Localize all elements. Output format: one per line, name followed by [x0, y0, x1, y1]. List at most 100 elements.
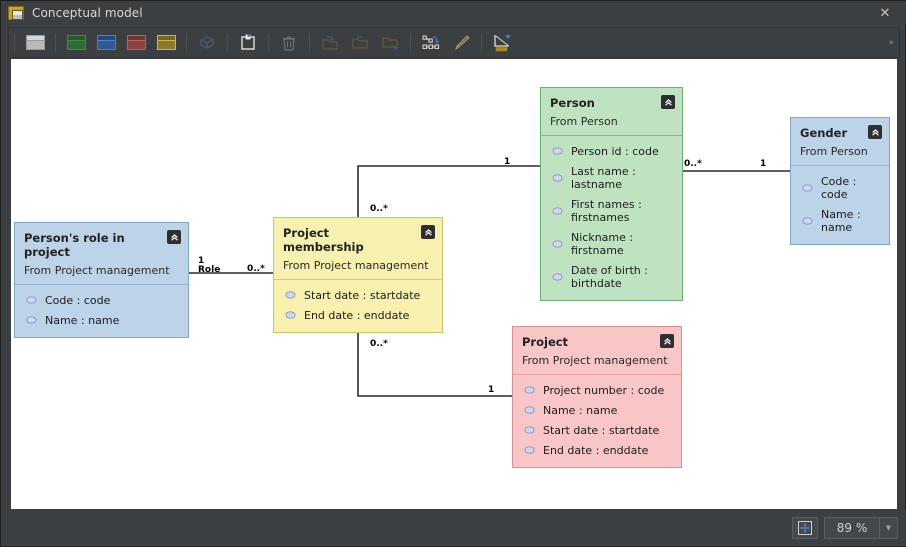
auto-layout-button[interactable]: [417, 30, 445, 55]
attribute-label: Start date : startdate: [543, 424, 659, 437]
attribute-icon: [26, 316, 37, 325]
entity-project[interactable]: ProjectFrom Project managementProject nu…: [512, 326, 682, 468]
attribute-icon: [552, 207, 563, 216]
entity-attributes: Start date : startdateEnd date : enddate: [274, 280, 442, 332]
fit-to-window-button[interactable]: [792, 517, 818, 539]
attribute-row[interactable]: Project number : code: [524, 384, 672, 397]
collapse-button[interactable]: [868, 125, 882, 139]
import-button: [316, 30, 344, 55]
attribute-label: Project number : code: [543, 384, 664, 397]
entity-red-button[interactable]: [122, 30, 150, 55]
chevron-double-up-icon: [871, 128, 880, 137]
toolbar-separator: [268, 33, 269, 52]
entity-person[interactable]: PersonFrom PersonPerson id : codeLast na…: [540, 87, 683, 301]
collapse-button[interactable]: [167, 230, 181, 244]
attribute-icon: [524, 406, 535, 415]
entity-attributes: Code : codeName : name: [15, 285, 188, 337]
toolbar-separator: [227, 33, 228, 52]
zoom-level-field[interactable]: 89 %: [824, 517, 880, 539]
attribute-icon: [552, 147, 563, 156]
attribute-row[interactable]: Code : code: [26, 294, 179, 307]
new-note-button[interactable]: [234, 30, 262, 55]
chevron-down-icon[interactable]: ▼: [880, 517, 898, 539]
open-folder-button: [346, 30, 374, 55]
cardinality-person-gender-one: 1: [760, 159, 766, 169]
entity-attributes: Person id : codeLast name : lastnameFirs…: [541, 136, 682, 300]
chevron-double-up-icon: [663, 337, 672, 346]
attribute-label: Name : name: [821, 208, 880, 234]
attribute-label: First names : firstnames: [571, 198, 673, 224]
cardinality-person-membership-one: 1: [504, 157, 510, 167]
attribute-row[interactable]: First names : firstnames: [552, 198, 673, 224]
entity-source: From Person: [800, 145, 880, 158]
attribute-row[interactable]: Name : name: [26, 314, 179, 327]
entity-yellow-button[interactable]: [152, 30, 180, 55]
attribute-icon: [524, 446, 535, 455]
toolbar-overflow-button[interactable]: »: [888, 38, 894, 48]
diagram-canvas[interactable]: 10..*0..*11Role0..*0..*1 PersonFrom Pers…: [11, 59, 897, 509]
attribute-icon: [802, 184, 813, 193]
attribute-icon: [552, 174, 563, 183]
entity-attributes: Code : codeName : name: [791, 166, 889, 244]
cardinality-person-membership-many: 0..*: [370, 204, 388, 214]
collapse-button[interactable]: [661, 95, 675, 109]
attribute-row[interactable]: Name : name: [524, 404, 672, 417]
collapse-button[interactable]: [660, 334, 674, 348]
entity-yellow-icon: [157, 35, 176, 50]
toolbar-separator: [309, 33, 310, 52]
attribute-row[interactable]: End date : enddate: [285, 309, 433, 322]
attribute-row[interactable]: Start date : startdate: [285, 289, 433, 302]
attribute-row[interactable]: Name : name: [802, 208, 880, 234]
format-brush-button[interactable]: [447, 30, 475, 55]
attribute-icon: [524, 426, 535, 435]
attribute-icon: [552, 240, 563, 249]
attribute-label: Date of birth : birthdate: [571, 264, 673, 290]
cardinality-membership-project-one: 1: [488, 385, 494, 395]
entity-name: Project membership: [283, 226, 433, 254]
entity-attributes: Project number : codeName : nameStart da…: [513, 375, 681, 467]
entity-red-icon: [127, 35, 146, 50]
attribute-label: Start date : startdate: [304, 289, 420, 302]
entity-role[interactable]: Person's role in projectFrom Project man…: [14, 222, 189, 338]
attribute-icon: [552, 273, 563, 282]
attribute-row[interactable]: Last name : lastname: [552, 165, 673, 191]
attribute-row[interactable]: Person id : code: [552, 145, 673, 158]
close-icon[interactable]: ✕: [863, 1, 906, 25]
entity-green-button[interactable]: [62, 30, 90, 55]
attribute-row[interactable]: End date : enddate: [524, 444, 672, 457]
entity-membership[interactable]: Project membershipFrom Project managemen…: [273, 217, 443, 333]
cardinality-role-membership-many: 0..*: [247, 264, 265, 274]
entity-source: From Person: [550, 115, 673, 128]
attribute-label: Nickname : firstname: [571, 231, 673, 257]
attribute-label: Name : name: [543, 404, 617, 417]
entity-gender[interactable]: GenderFrom PersonCode : codeName : name: [790, 117, 890, 245]
fit-to-window-icon: [797, 520, 813, 536]
attribute-row[interactable]: Date of birth : birthdate: [552, 264, 673, 290]
delete-button: [275, 30, 303, 55]
entity-source: From Project management: [24, 264, 179, 277]
entity-blue-icon: [97, 35, 116, 50]
layout-graph-icon: [420, 34, 442, 52]
collapse-button[interactable]: [421, 225, 435, 239]
attribute-row[interactable]: Nickname : firstname: [552, 231, 673, 257]
window-title: Conceptual model: [32, 6, 143, 20]
entity-grey-button[interactable]: [21, 30, 49, 55]
ruler-icon: [491, 33, 513, 53]
status-bar: 89 % ▼: [1, 510, 906, 546]
chevron-double-up-icon: [424, 228, 433, 237]
toolbar: »: [8, 27, 900, 58]
folder-in-icon: [320, 35, 340, 51]
attribute-label: End date : enddate: [543, 444, 648, 457]
cardinality-person-gender-many: 0..*: [684, 159, 702, 169]
attribute-icon: [285, 311, 296, 320]
toolbar-separator: [14, 33, 15, 52]
trash-icon: [280, 34, 298, 52]
entity-header: PersonFrom Person: [541, 88, 682, 135]
entity-header: Person's role in projectFrom Project man…: [15, 223, 188, 284]
attribute-row[interactable]: Start date : startdate: [524, 424, 672, 437]
export-button: [376, 30, 404, 55]
entity-source: From Project management: [522, 354, 672, 367]
entity-blue-button[interactable]: [92, 30, 120, 55]
measure-button[interactable]: [488, 30, 516, 55]
attribute-row[interactable]: Code : code: [802, 175, 880, 201]
